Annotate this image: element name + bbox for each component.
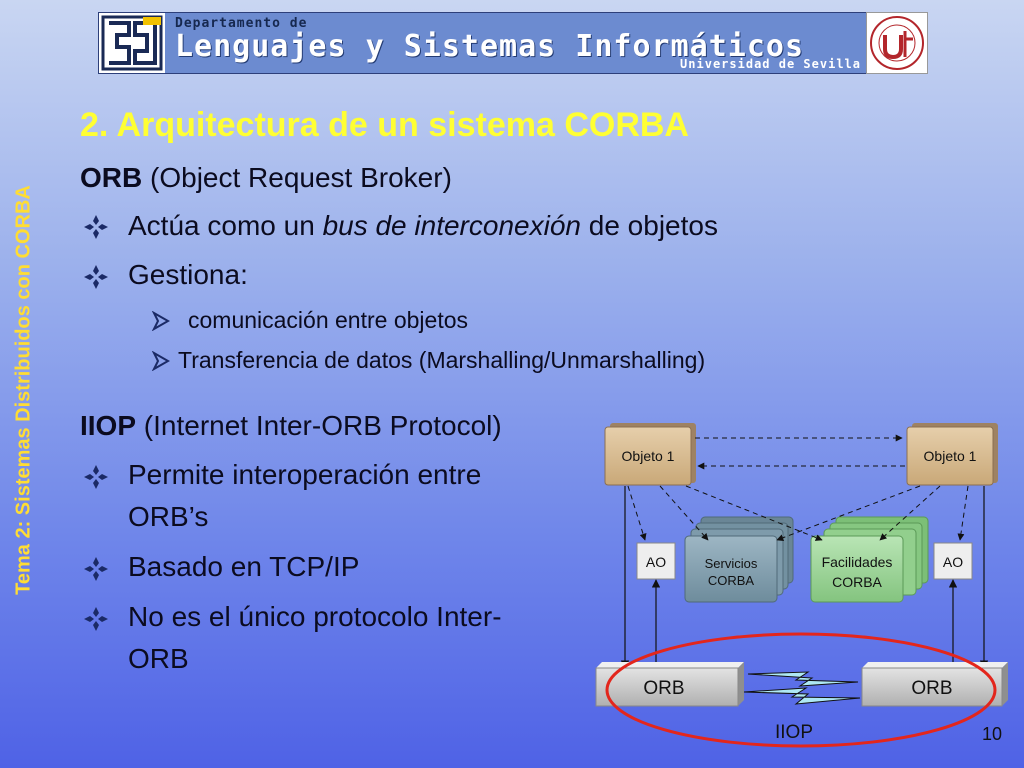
iiop-heading-rest: (Internet Inter-ORB Protocol) <box>136 410 502 441</box>
object-right-to-ao-arrow <box>957 485 969 541</box>
object-right-to-services-arrow <box>776 485 921 542</box>
diamond-bullet-icon <box>84 607 108 631</box>
department-name: Lenguajes y Sistemas Informáticos <box>175 29 805 64</box>
iiop-heading: IIOP (Internet Inter-ORB Protocol) <box>80 410 502 442</box>
iiop-bullet-tcpip: Basado en TCP/IP <box>128 551 360 582</box>
department-label: Departamento de <box>175 16 308 31</box>
facilities-label-line2: CORBA <box>832 574 882 590</box>
university-seal-logo <box>866 12 928 74</box>
orb-bullet-gestiona: Gestiona: <box>128 259 248 290</box>
ao-right-box <box>933 542 973 580</box>
ao-left-label: AO <box>646 554 666 570</box>
ao-left-box <box>636 542 676 580</box>
object-left-box <box>604 423 696 486</box>
orb-heading-bold: ORB <box>80 162 143 193</box>
arrow-bullet-icon <box>152 351 170 371</box>
iiop-bullet-noes-line1: No es el único protocolo Inter- <box>128 601 502 632</box>
page-number: 10 <box>982 724 1003 744</box>
facilities-stack <box>810 516 929 603</box>
diamond-bullet-icon <box>84 215 108 239</box>
orb-heading-rest: (Object Request Broker) <box>142 162 452 193</box>
orb-left-box <box>595 662 744 707</box>
object-left-to-ao-arrow <box>627 485 647 541</box>
object-left-to-facilities-arrow <box>685 485 823 541</box>
department-logo <box>99 13 165 73</box>
orb-bullet-bus: Actúa como un bus de interconexión de ob… <box>128 210 718 242</box>
header-banner: Departamento de Lenguajes y Sistemas Inf… <box>98 12 868 74</box>
arrow-bullet-icon <box>152 311 170 331</box>
orb-sub-comunicacion: comunicación entre objetos <box>188 307 468 333</box>
diamond-bullet-icon <box>84 265 108 289</box>
object-right-to-facilities-arrow <box>879 485 941 541</box>
services-label-line2: CORBA <box>708 573 755 588</box>
object-left-to-services-arrow <box>659 485 709 541</box>
object-left-label: Objeto 1 <box>622 448 675 464</box>
object-right-box <box>906 423 998 486</box>
orb-right-label: ORB <box>911 678 952 699</box>
services-stack <box>684 516 794 603</box>
iiop-highlight-ellipse <box>605 632 997 748</box>
iiop-heading-bold: IIOP <box>80 410 137 441</box>
slide-title: 2. Arquitectura de un sistema CORBA <box>80 106 689 144</box>
object-right-label: Objeto 1 <box>924 448 977 464</box>
orb-bullet-bus-italic: bus de interconexión <box>322 210 581 241</box>
orb-bullet-bus-post: de objetos <box>580 210 718 241</box>
facilities-label-line1: Facilidades <box>822 554 893 570</box>
iiop-label: IIOP <box>775 722 813 743</box>
iiop-lightning-icon <box>743 671 861 705</box>
orb-heading: ORB (Object Request Broker) <box>80 162 452 194</box>
orb-left-label: ORB <box>643 678 684 699</box>
university-label: Universidad de Sevilla <box>680 57 861 71</box>
ao-right-label: AO <box>943 554 963 570</box>
orb-sub-transferencia: Transferencia de datos (Marshalling/Unma… <box>178 347 706 373</box>
iiop-bullet-permite-line2: ORB’s <box>128 501 209 532</box>
services-label-line1: Servicios <box>705 556 758 571</box>
orb-bullet-bus-pre: Actúa como un <box>128 210 323 241</box>
orb-right-box <box>861 662 1008 707</box>
diamond-bullet-icon <box>84 465 108 489</box>
diamond-bullet-icon <box>84 557 108 581</box>
iiop-bullet-noes-line2: ORB <box>128 643 189 674</box>
iiop-bullet-permite-line1: Permite interoperación entre <box>128 459 482 490</box>
